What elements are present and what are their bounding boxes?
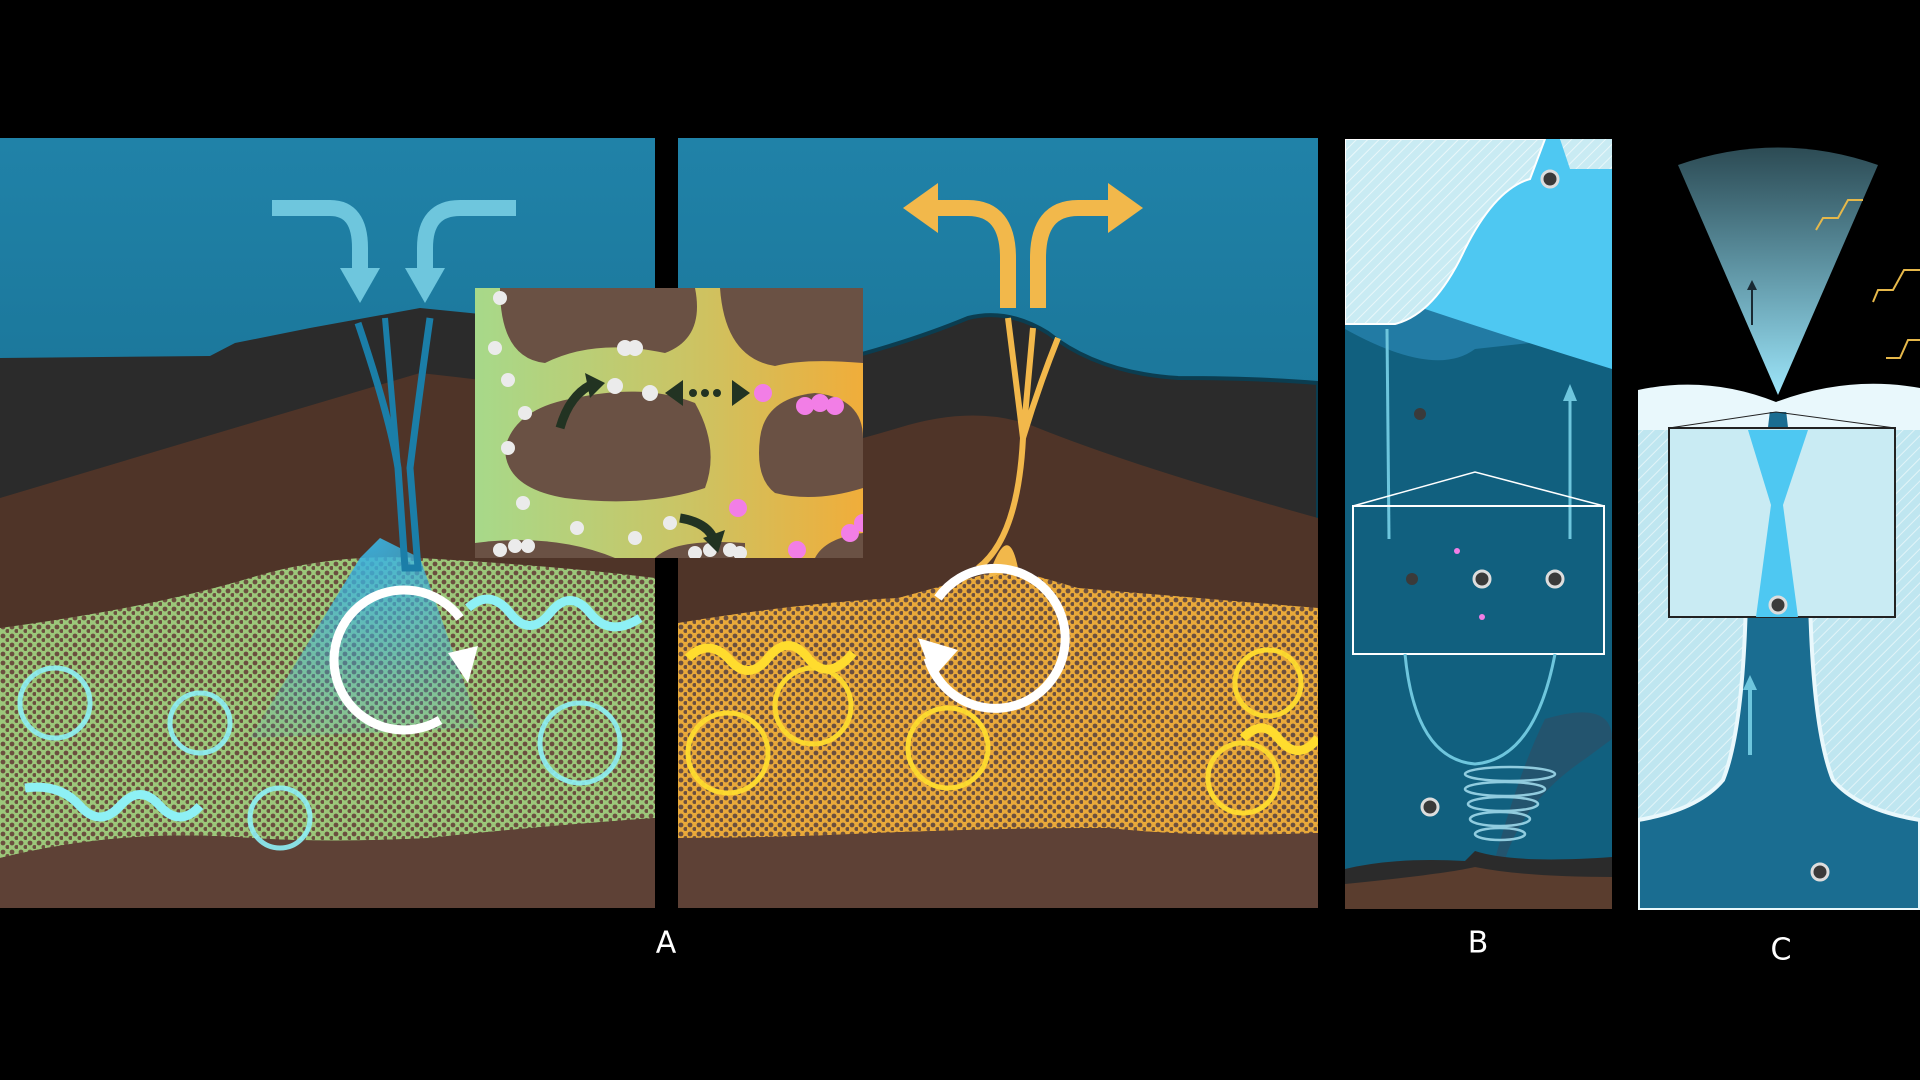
wavy-flow-left	[24, 782, 204, 822]
large-circulation-arrow	[923, 563, 1070, 713]
small-circulation-arrows	[17, 665, 623, 851]
panel-a-inset	[475, 288, 863, 558]
aggregation-inset	[1352, 505, 1605, 655]
rock-grains	[475, 288, 863, 558]
conduit-inset-channel	[1748, 430, 1808, 617]
ice-vent-diagram	[1638, 140, 1920, 910]
large-circulation-arrow	[329, 585, 464, 735]
inflow-arrow-left	[272, 200, 368, 268]
aquifer-orange	[678, 568, 1318, 838]
panel-c	[1638, 140, 1920, 910]
wavy-flow-right	[684, 641, 857, 675]
plume-cone	[1678, 147, 1878, 395]
pink-particles	[729, 384, 863, 558]
outflow-channels	[976, 317, 1061, 571]
hydrothermal-plume	[1495, 712, 1612, 859]
panel-label-a: A	[655, 925, 677, 961]
ice-shelf	[1345, 139, 1547, 325]
wavy-flow-left	[1239, 723, 1318, 755]
panel-label-c: C	[1770, 932, 1792, 968]
inflow-channel	[354, 317, 434, 572]
panel-label-b: B	[1467, 925, 1489, 961]
wavy-flow-right	[464, 594, 643, 632]
outflow-arrow-left	[928, 200, 1016, 308]
exchange-arrow	[665, 380, 750, 406]
vortex-spiral	[1463, 765, 1557, 842]
panel-b	[1345, 139, 1612, 909]
white-particles	[488, 291, 747, 558]
inflow-arrow-right	[417, 200, 516, 268]
outflow-arrow-right	[1030, 200, 1118, 308]
particle-cluster	[1472, 569, 1492, 589]
pore-scale-inset	[475, 288, 863, 558]
particle-aggregation-diagram	[1345, 139, 1612, 909]
seafloor-sediment	[1345, 867, 1612, 909]
small-circulation-arrows	[685, 647, 1304, 816]
radiation-bolts	[1815, 199, 1920, 359]
